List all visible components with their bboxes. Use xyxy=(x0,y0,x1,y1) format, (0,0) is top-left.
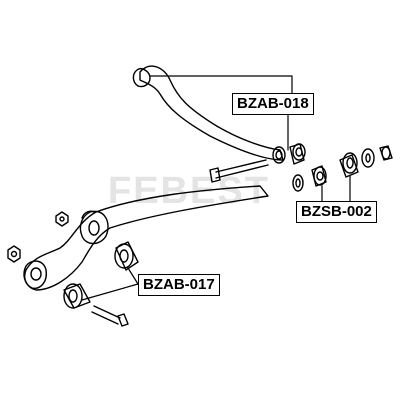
lower-bolt xyxy=(91,305,129,327)
small-nuts xyxy=(7,211,69,263)
brand-watermark: FEBEST xyxy=(108,170,270,212)
upper-long-bolt xyxy=(209,159,269,183)
leader-lines xyxy=(81,75,351,301)
part-label-bzab-018: BZAB-018 xyxy=(232,93,314,115)
upper-rod-bushing xyxy=(289,143,306,165)
part-label-bzsb-002: BZSB-002 xyxy=(296,201,377,223)
lower-control-arm xyxy=(23,185,269,291)
part-label-bzab-017: BZAB-017 xyxy=(138,274,220,296)
upper-torque-rod xyxy=(132,65,286,164)
lower-arm-bushing xyxy=(114,241,139,271)
bushing-kit-parts xyxy=(311,145,393,187)
washer-and-nut xyxy=(292,174,304,192)
lower-arm-bushing-2 xyxy=(63,283,91,309)
